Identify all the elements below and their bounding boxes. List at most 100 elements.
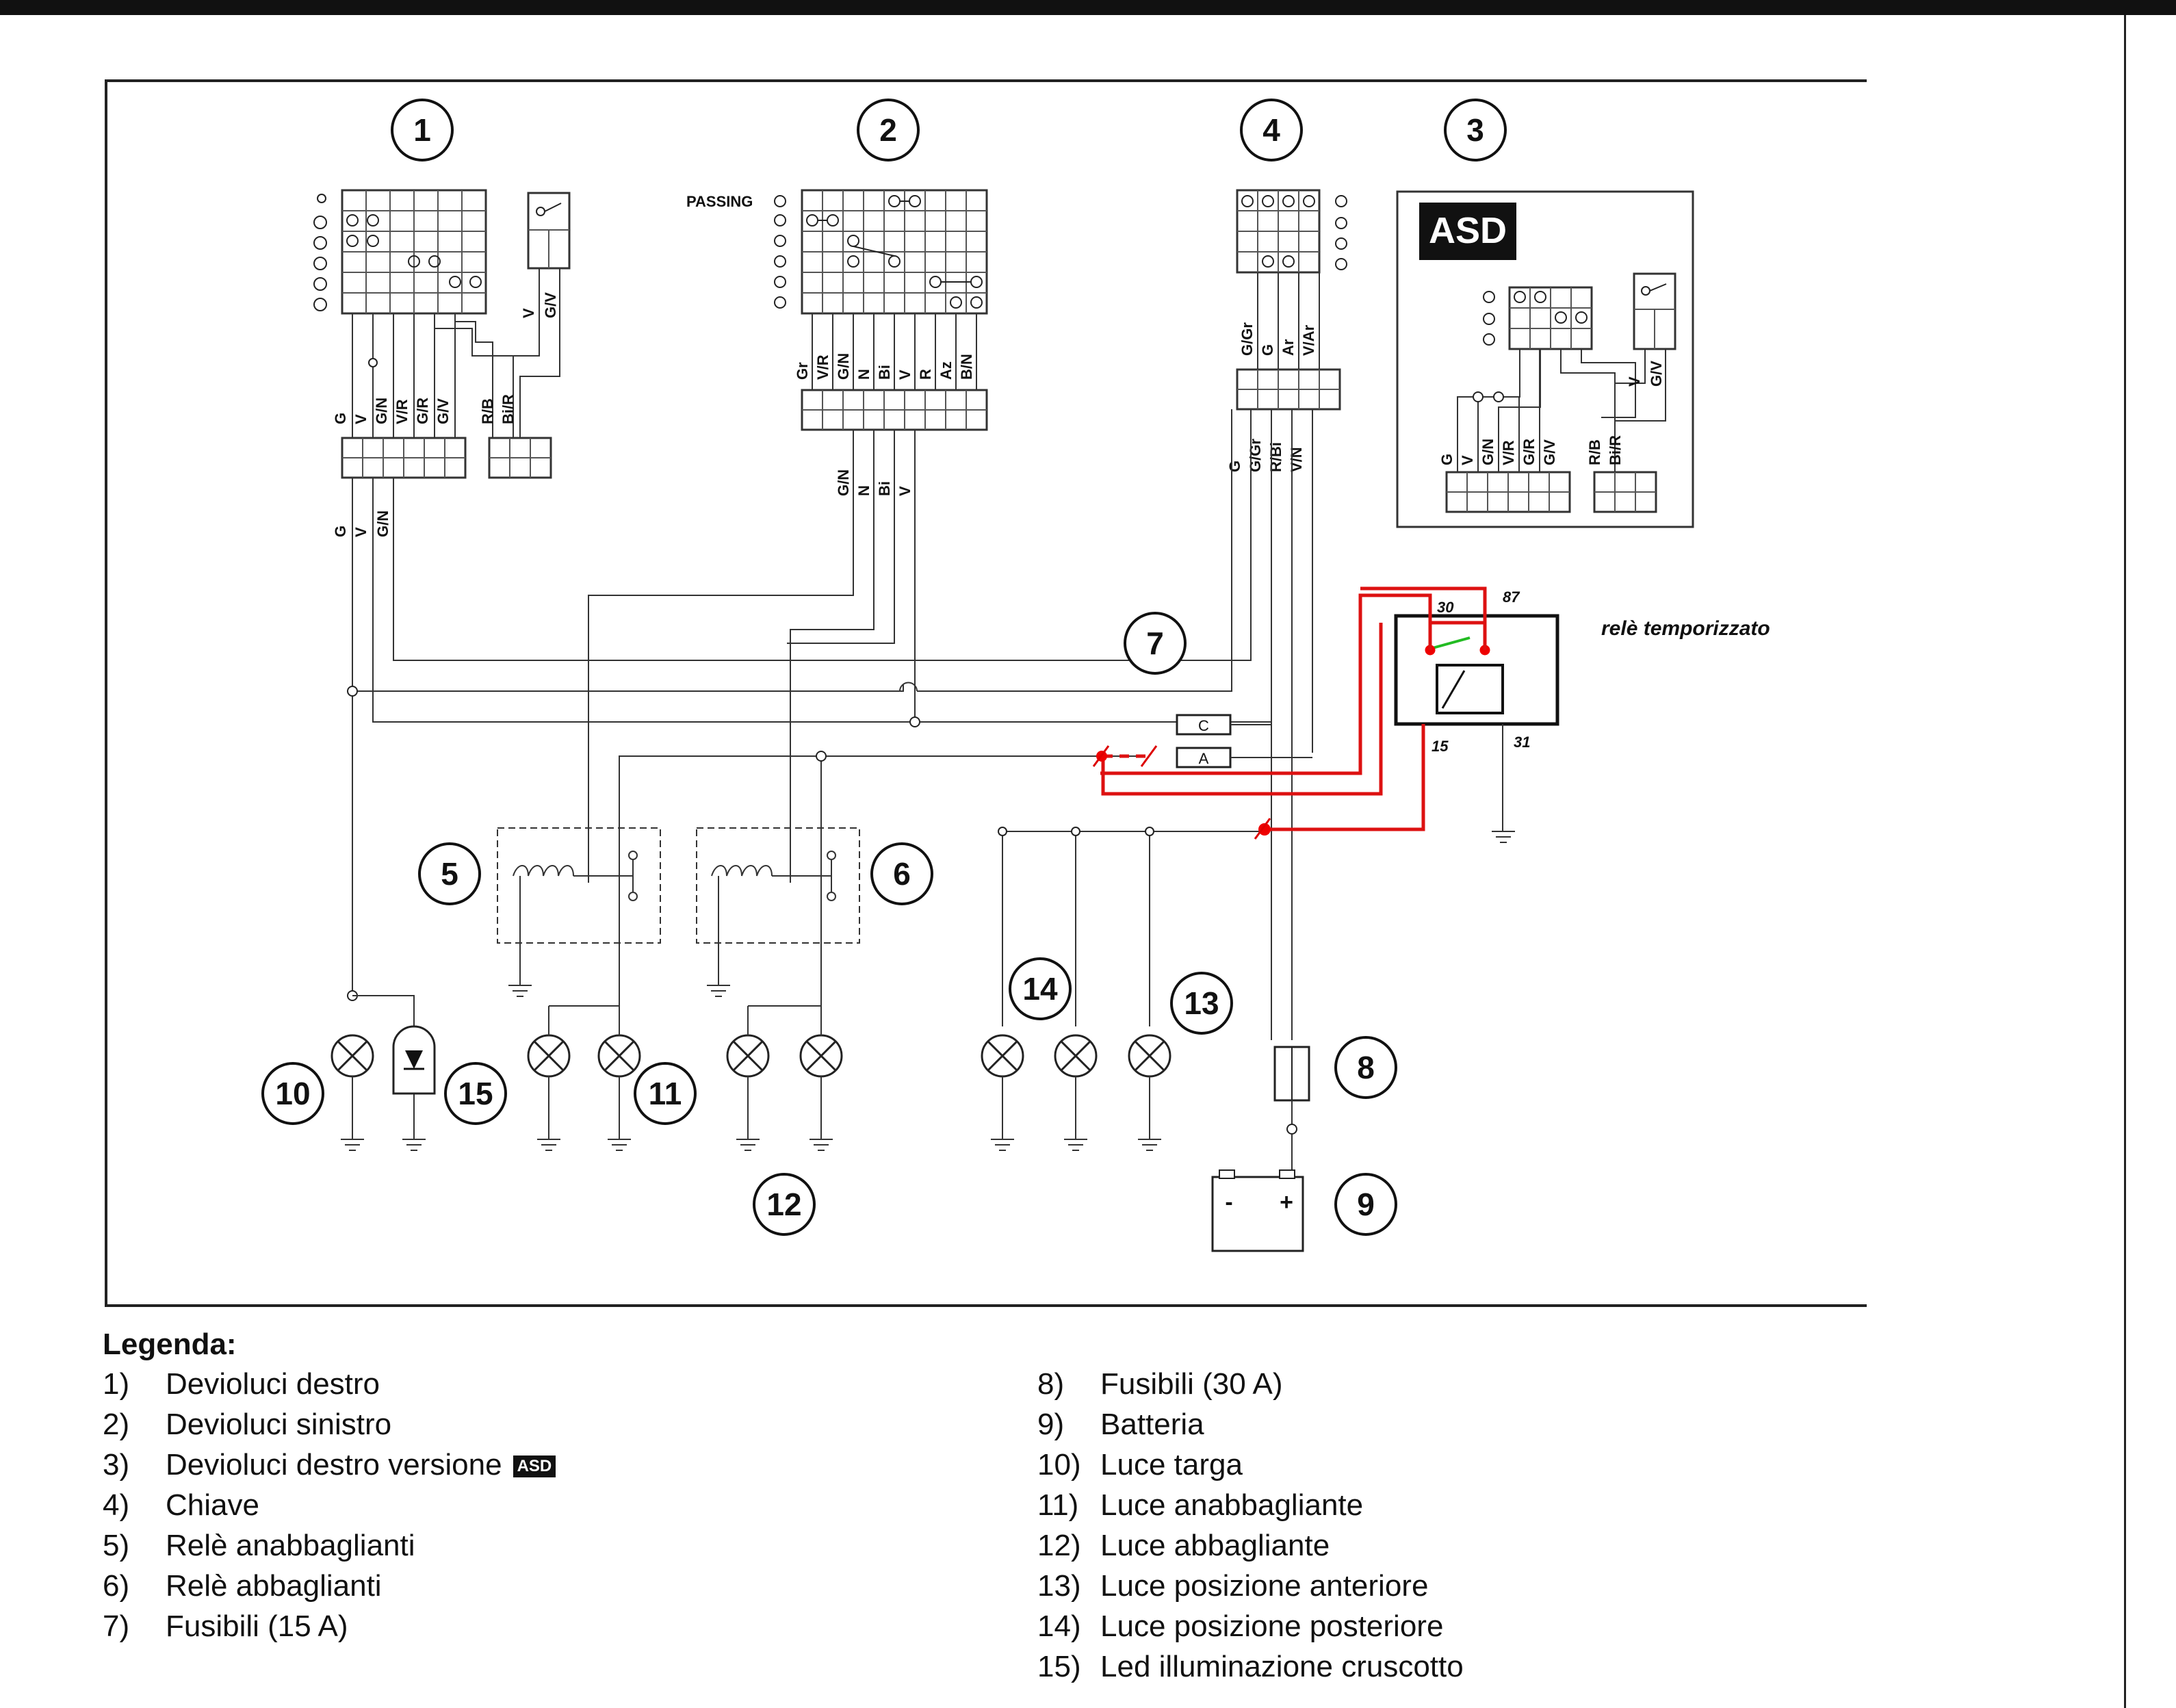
grounds: [341, 831, 1515, 1151]
wire-label: G/V: [1648, 361, 1665, 387]
legend-text: Fusibili (30 A): [1100, 1367, 1283, 1401]
legend-text: Devioluci sinistro: [166, 1408, 392, 1441]
wire-label: Ar: [1280, 339, 1297, 356]
legend-text: Relè abbaglianti: [166, 1569, 382, 1603]
wire-label: V: [352, 414, 370, 424]
legend-item: 2)Devioluci sinistro: [103, 1408, 556, 1448]
svg-text:2: 2: [879, 112, 897, 148]
wire-label: G/Gr: [1239, 322, 1256, 356]
right-switch-1: G V G/N V/R G/R G/V R/B Bi/R V G/V G V G…: [313, 189, 571, 537]
wire-label: Bi: [876, 481, 893, 496]
legend-number: 5): [103, 1529, 130, 1562]
wire-label: V/Ar: [1300, 324, 1317, 356]
key-switch-4: G/Gr G Ar V/Ar G G/Gr R/Bi V/N: [1226, 189, 1347, 472]
wire-label: N: [855, 369, 872, 380]
wire-label: G/N: [1479, 439, 1497, 465]
wire-label: V/R: [393, 399, 411, 424]
legend-item: 10)Luce targa: [1037, 1448, 1464, 1488]
wire-label: V: [896, 486, 914, 496]
wire-label: N: [855, 485, 872, 496]
wire-label: G/N: [373, 398, 390, 424]
legend-number: 14): [1037, 1609, 1081, 1643]
terminal-87: 87: [1503, 588, 1520, 606]
lamp-11b: [597, 1034, 641, 1078]
wire-label: G: [1226, 461, 1243, 472]
wire-label: V: [896, 370, 914, 380]
wire-label: G: [1259, 344, 1276, 356]
callout-15: 15: [444, 1062, 507, 1125]
battery-9: - +: [1211, 1169, 1304, 1252]
legend-text: Luce posizione anteriore: [1100, 1569, 1429, 1603]
svg-text:10: 10: [275, 1076, 310, 1111]
asd-badge: ASD: [513, 1455, 556, 1478]
legend-number: 4): [103, 1488, 130, 1522]
callout-4: 4: [1240, 99, 1303, 161]
timed-relay: 30 87 15 31 relè temporizzato: [1394, 588, 1770, 831]
svg-text:3: 3: [1466, 112, 1484, 148]
wire-label: B/N: [958, 354, 975, 380]
legend-text: Devioluci destro versione: [166, 1448, 502, 1481]
cut-marks: [1092, 745, 1271, 840]
legend-text: Batteria: [1100, 1408, 1204, 1441]
legend-item: 8) Fusibili (30 A): [1037, 1367, 1464, 1408]
lamp-14b: [1054, 1034, 1098, 1078]
svg-text:13: 13: [1184, 985, 1219, 1021]
svg-text:9: 9: [1357, 1187, 1375, 1222]
wire-label: G/R: [414, 398, 431, 424]
legend-text: Chiave: [166, 1488, 259, 1522]
legend-item: 9) Batteria: [1037, 1408, 1464, 1448]
legend-text: Luce abbagliante: [1100, 1529, 1330, 1562]
legend-item: 11)Luce anabbagliante: [1037, 1488, 1464, 1529]
legend-left-column: 1)Devioluci destro 2)Devioluci sinistro …: [103, 1367, 556, 1650]
legend-right-column: 8) Fusibili (30 A) 9) Batteria 10)Luce tar…: [1037, 1367, 1464, 1690]
relay-6: [696, 827, 860, 1006]
callout-9: 9: [1334, 1173, 1397, 1236]
wire-label: Az: [937, 361, 955, 380]
callout-13: 13: [1170, 972, 1233, 1035]
wire-label: Bi: [876, 365, 893, 380]
callout-11: 11: [634, 1062, 697, 1125]
terminal-31: 31: [1514, 734, 1530, 751]
callout-12: 12: [753, 1173, 816, 1236]
timed-relay-label: relè temporizzato: [1601, 617, 1770, 640]
lamp-11a: [527, 1034, 571, 1078]
wire-label: V: [520, 308, 537, 318]
wire-label: R: [917, 369, 934, 380]
legend-number: 12): [1037, 1529, 1081, 1562]
wire-label: G: [1438, 454, 1455, 465]
callout-7: 7: [1124, 612, 1187, 675]
svg-text:1: 1: [413, 112, 431, 148]
legend-text: Led illuminazione cruscotto: [1100, 1650, 1464, 1683]
left-switch-2: PASSING: [686, 189, 988, 496]
legend-number: 8): [1037, 1367, 1065, 1401]
relay-5: [497, 827, 661, 1006]
svg-text:15: 15: [458, 1076, 493, 1111]
legend-number: 10): [1037, 1448, 1081, 1481]
top-border: [0, 0, 2176, 15]
wire-label: G/N: [374, 510, 391, 537]
callout-2: 2: [857, 99, 920, 161]
terminal-30: 30: [1437, 599, 1454, 616]
legend-number: 7): [103, 1609, 130, 1643]
legend-number: 9): [1037, 1408, 1065, 1441]
wire-label: V/N: [1288, 447, 1305, 472]
battery-plus: +: [1280, 1189, 1293, 1215]
lamp-12a: [726, 1034, 770, 1078]
main-fuse-8: [1273, 1046, 1310, 1170]
wire-label: R/B: [1586, 439, 1603, 465]
callouts: 1 2 4 3 7 5 6 14 13 8 10 15 11 12 9: [261, 99, 1507, 1236]
legend-number: 15): [1037, 1650, 1081, 1683]
legend-text: Fusibili (15 A): [166, 1609, 348, 1643]
battery-minus: -: [1225, 1189, 1232, 1215]
fuse-block-7: C A: [1176, 714, 1312, 768]
callout-14: 14: [1009, 957, 1072, 1020]
legend-item: 5) Relè anabbaglianti: [103, 1529, 556, 1569]
callout-5: 5: [418, 842, 481, 905]
junction-dots: [347, 682, 1154, 1001]
svg-text:8: 8: [1357, 1050, 1375, 1085]
svg-text:14: 14: [1022, 971, 1058, 1007]
legend-text: Relè anabbaglianti: [166, 1529, 415, 1562]
legend-number: 13): [1037, 1569, 1081, 1603]
wiring-diagram: G V G/N V/R G/R G/V R/B Bi/R V G/V G V G…: [105, 79, 1867, 1307]
wire-label: G/V: [435, 398, 452, 424]
